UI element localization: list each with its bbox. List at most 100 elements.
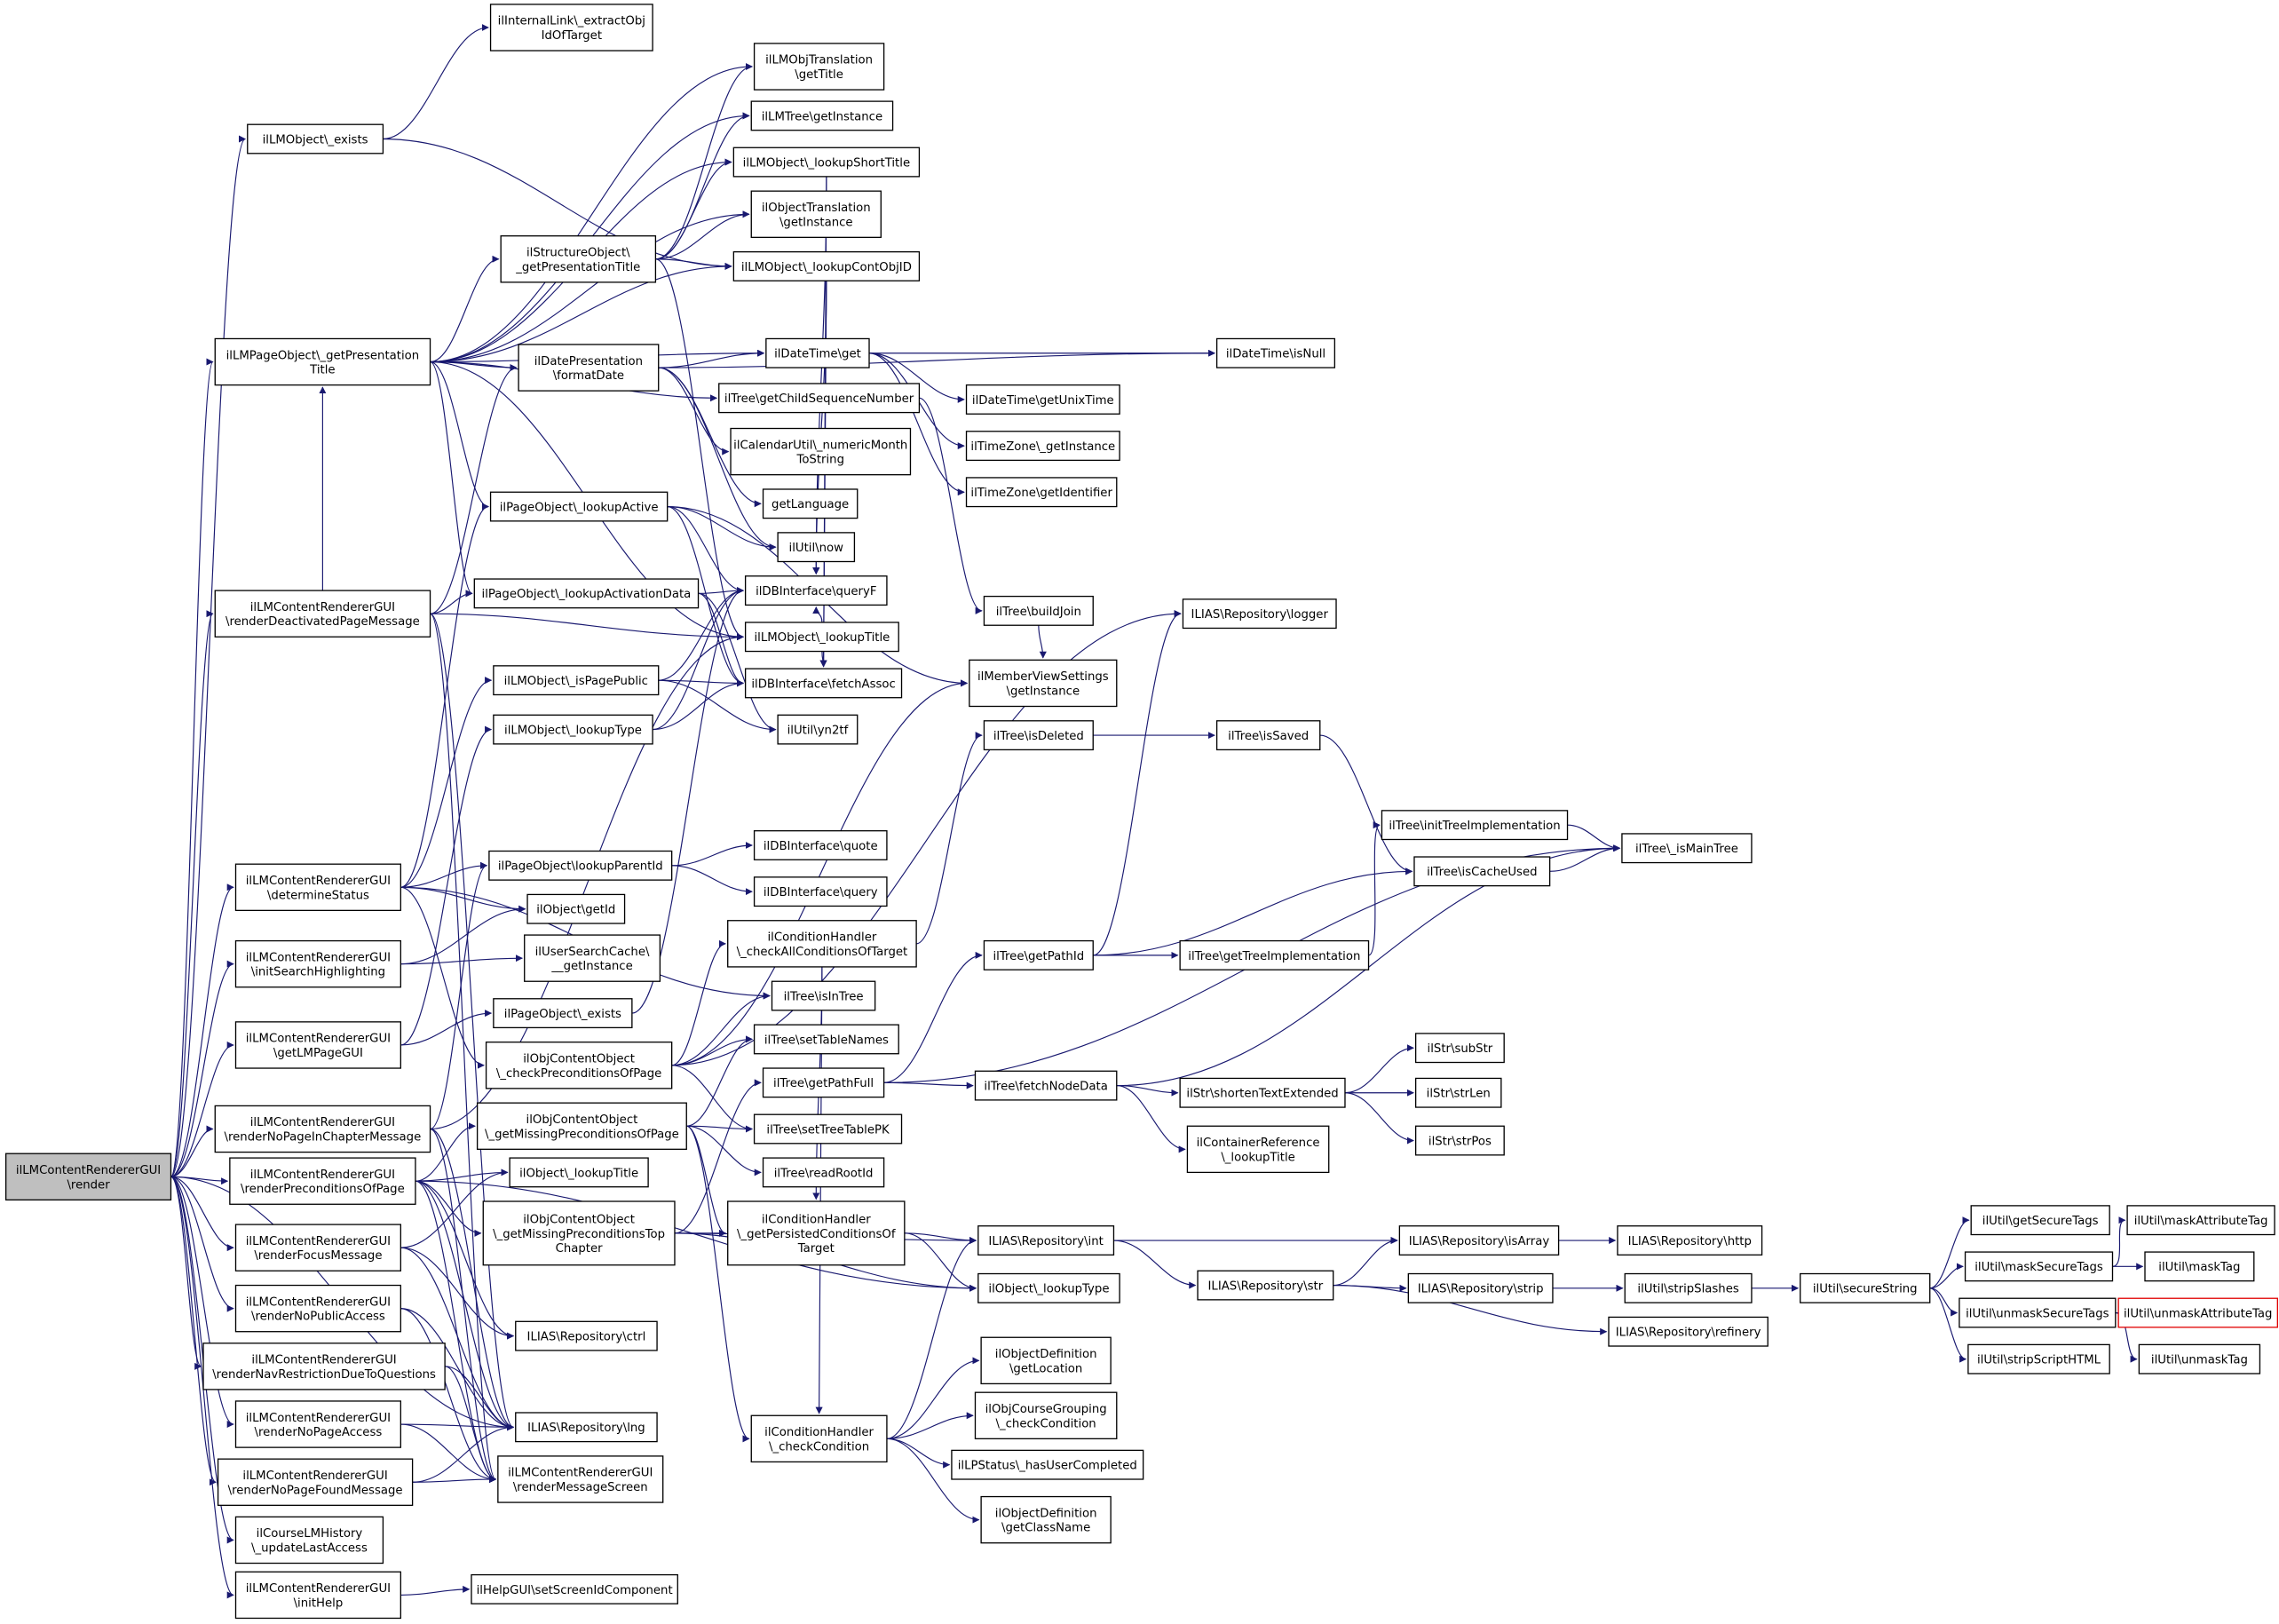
node-get_lmpagegui[interactable]: ilLMContentRendererGUI\getLMPageGUI [234, 1021, 402, 1069]
node-lookup_contobjid[interactable]: ilLMObject\_lookupContObjID [732, 250, 921, 281]
node-gettreeimpl[interactable]: ilTree\getTreeImplementation [1179, 939, 1370, 970]
node-strpos[interactable]: ilStr\strPos [1414, 1125, 1505, 1156]
node-getpathfull[interactable]: ilTree\getPathFull [762, 1067, 885, 1098]
node-lookup_parentid[interactable]: ilPageObject\lookupParentId [488, 850, 673, 881]
node-iscacheused[interactable]: ilTree\isCacheUsed [1413, 856, 1551, 887]
node-coursegrouping[interactable]: ilObjCourseGrouping\_checkCondition [974, 1391, 1118, 1439]
node-course_lmhistory[interactable]: ilCourseLMHistory\_updateLastAccess [234, 1516, 384, 1565]
node-render_msgscreen[interactable]: ilLMContentRendererGUI\renderMessageScre… [497, 1455, 664, 1503]
node-usersearchcache[interactable]: ilUserSearchCache\__getInstance [524, 934, 661, 982]
node-getchildseq[interactable]: ilTree\getChildSequenceNumber [718, 383, 921, 414]
node-lookup_shorttitle[interactable]: ilLMObject\_lookupShortTitle [732, 147, 921, 178]
node-shorten_text[interactable]: ilStr\shortenTextExtended [1179, 1077, 1346, 1108]
node-datetime_get[interactable]: ilDateTime\get [765, 337, 870, 368]
node-unmasksecuretags[interactable]: ilUtil\unmaskSecureTags [1959, 1297, 2117, 1328]
node-db_queryf[interactable]: ilDBInterface\queryF [744, 575, 888, 606]
node-repo_isarray[interactable]: ILIAS\Repository\isArray [1398, 1225, 1560, 1256]
node-masktag[interactable]: ilUtil\maskTag [2144, 1251, 2255, 1282]
node-buildjoin[interactable]: ilTree\buildJoin [983, 595, 1094, 626]
node-render_focus[interactable]: ilLMContentRendererGUI\renderFocusMessag… [234, 1224, 402, 1271]
node-masksecuretags[interactable]: ilUtil\maskSecureTags [1964, 1251, 2114, 1282]
node-isdeleted[interactable]: ilTree\isDeleted [983, 720, 1094, 751]
node-check_all_cond[interactable]: ilConditionHandler\_checkAllConditionsOf… [727, 920, 917, 968]
node-lmtree_getinstance[interactable]: ilLMTree\getInstance [750, 100, 894, 131]
node-substr[interactable]: ilStr\subStr [1414, 1033, 1505, 1064]
node-pg_getprestitle[interactable]: ilLMPageObject\_getPresentationTitle [214, 337, 431, 386]
node-repo_ctrl[interactable]: ILIAS\Repository\ctrl [515, 1320, 658, 1351]
node-objdef_getlocation[interactable]: ilObjectDefinition\getLocation [980, 1336, 1112, 1385]
node-repo_refinery[interactable]: ILIAS\Repository\refinery [1608, 1316, 1769, 1347]
node-util_now[interactable]: ilUtil\now [777, 532, 856, 563]
node-repo_lng[interactable]: ILIAS\Repository\lng [515, 1412, 658, 1443]
node-fetchnodedata[interactable]: ilTree\fetchNodeData [974, 1070, 1118, 1101]
node-set_tablenames[interactable]: ilTree\setTableNames [753, 1024, 899, 1055]
node-securestring[interactable]: ilUtil\secureString [1800, 1272, 1931, 1303]
node-init_help[interactable]: ilLMContentRendererGUI\initHelp [234, 1571, 402, 1620]
node-lmobj_exists[interactable]: ilLMObject\_exists [247, 123, 384, 154]
node-datetime_getunix[interactable]: ilDateTime\getUnixTime [965, 384, 1120, 415]
node-lpstatus[interactable]: ilLPStatus\_hasUserCompleted [951, 1449, 1144, 1480]
node-render_navrestrict[interactable]: ilLMContentRendererGUI\renderNavRestrict… [202, 1343, 446, 1390]
node-render_deact[interactable]: ilLMContentRendererGUI\renderDeactivated… [214, 590, 431, 638]
node-check_precond[interactable]: ilObjContentObject\_checkPreconditionsOf… [485, 1042, 673, 1089]
node-lookup_actdata[interactable]: ilPageObject\_lookupActivationData [473, 578, 700, 609]
node-repo_strip[interactable]: ILIAS\Repository\strip [1407, 1272, 1554, 1303]
node-lookup_active[interactable]: ilPageObject\_lookupActive [489, 491, 669, 522]
node-repo_str[interactable]: ILIAS\Repository\str [1197, 1270, 1334, 1301]
node-db_query[interactable]: ilDBInterface\query [753, 876, 888, 907]
node-repo_int[interactable]: ILIAS\Repository\int [977, 1225, 1115, 1256]
node-read_rootid[interactable]: ilTree\readRootId [762, 1157, 885, 1188]
node-lookup_title_lm[interactable]: ilLMObject\_lookupTitle [744, 622, 899, 653]
node-render[interactable]: ilLMContentRendererGUI\render [4, 1153, 172, 1201]
node-check_condition[interactable]: ilConditionHandler\_checkCondition [750, 1414, 888, 1463]
node-repo_http[interactable]: ILIAS\Repository\http [1617, 1225, 1763, 1256]
node-obj_lookup_title[interactable]: ilObject\_lookupTitle [509, 1157, 649, 1188]
node-getlanguage[interactable]: getLanguage [762, 488, 859, 519]
node-objtrans_getinstance[interactable]: ilObjectTranslation\getInstance [750, 190, 882, 238]
node-strlen[interactable]: ilStr\strLen [1414, 1077, 1502, 1108]
node-obj_lookup_type[interactable]: ilObject\_lookupType [977, 1272, 1120, 1303]
node-render_nopageaccess[interactable]: ilLMContentRendererGUI\renderNoPageAcces… [234, 1400, 402, 1448]
node-lmobjtrans_gettitle[interactable]: ilLMObjTranslation\getTitle [753, 43, 885, 91]
node-datetime_isnull[interactable]: ilDateTime\isNull [1215, 337, 1336, 368]
node-format_date[interactable]: ilDatePresentation\formatDate [518, 344, 660, 392]
node-yn2tf[interactable]: ilUtil\yn2tf [777, 714, 859, 745]
node-unmasktag[interactable]: ilUtil\unmaskTag [2138, 1343, 2261, 1374]
node-isintree[interactable]: ilTree\isInTree [771, 980, 876, 1011]
node-page_exists[interactable]: ilPageObject\_exists [493, 998, 633, 1029]
node-memberview[interactable]: ilMemberViewSettings\getInstance [969, 659, 1118, 708]
node-db_fetchassoc[interactable]: ilDBInterface\fetchAssoc [744, 668, 903, 699]
node-stripscripthtml[interactable]: ilUtil\stripScriptHTML [1967, 1343, 2110, 1374]
node-timezone_getident[interactable]: ilTimeZone\getIdentifier [965, 477, 1118, 508]
node-help_setscreenid[interactable]: ilHelpGUI\setScreenIdComponent [471, 1573, 678, 1604]
node-getpathid[interactable]: ilTree\getPathId [983, 939, 1094, 970]
node-is_page_public[interactable]: ilLMObject\_isPagePublic [493, 665, 660, 696]
node-unmaskattributetag[interactable]: ilUtil\unmaskAttributeTag [2117, 1297, 2279, 1328]
node-missing_precond_top[interactable]: ilObjContentObject\_getMissingPreconditi… [482, 1200, 676, 1266]
node-render_nopagefound[interactable]: ilLMContentRendererGUI\renderNoPageFound… [217, 1458, 414, 1506]
node-issaved[interactable]: ilTree\isSaved [1215, 720, 1321, 751]
node-maskattributetag[interactable]: ilUtil\maskAttributeTag [2126, 1205, 2275, 1236]
node-render_nopage_chapter[interactable]: ilLMContentRendererGUI\renderNoPageInCha… [214, 1105, 431, 1153]
node-inittreeimpl[interactable]: ilTree\initTreeImplementation [1381, 810, 1569, 841]
node-stripslashes[interactable]: ilUtil\stripSlashes [1624, 1272, 1753, 1303]
node-objdef_getclassname[interactable]: ilObjectDefinition\getClassName [980, 1495, 1112, 1544]
node-determine_status[interactable]: ilLMContentRendererGUI\determineStatus [234, 863, 402, 912]
node-init_search[interactable]: ilLMContentRendererGUI\initSearchHighlig… [234, 939, 402, 988]
node-lookup_type_lm[interactable]: ilLMObject\_lookupType [493, 714, 653, 745]
node-missing_precond[interactable]: ilObjContentObject\_getMissingPreconditi… [476, 1102, 687, 1150]
node-get_persisted[interactable]: ilConditionHandler\_getPersistedConditio… [727, 1200, 906, 1266]
node-render_precond[interactable]: ilLMContentRendererGUI\renderPreconditio… [229, 1157, 416, 1205]
node-timezone_getinstance[interactable]: ilTimeZone\_getInstance [965, 431, 1120, 462]
node-render_nopublic[interactable]: ilLMContentRendererGUI\renderNoPublicAcc… [234, 1284, 402, 1333]
node-getsecuretags[interactable]: ilUtil\getSecureTags [1970, 1205, 2110, 1236]
node-repo_logger[interactable]: ILIAS\Repository\logger [1182, 598, 1337, 630]
node-struct_getprestitle[interactable]: ilStructureObject\_getPresentationTitle [500, 235, 657, 283]
node-ismaintree[interactable]: ilTree\_isMainTree [1621, 833, 1753, 864]
node-containerref[interactable]: ilContainerReference\_lookupTitle [1186, 1125, 1330, 1174]
node-obj_getid[interactable]: ilObject\getId [526, 893, 626, 924]
node-set_treetablepk[interactable]: ilTree\setTreeTablePK [753, 1113, 903, 1145]
node-db_quote[interactable]: ilDBInterface\quote [753, 830, 888, 860]
